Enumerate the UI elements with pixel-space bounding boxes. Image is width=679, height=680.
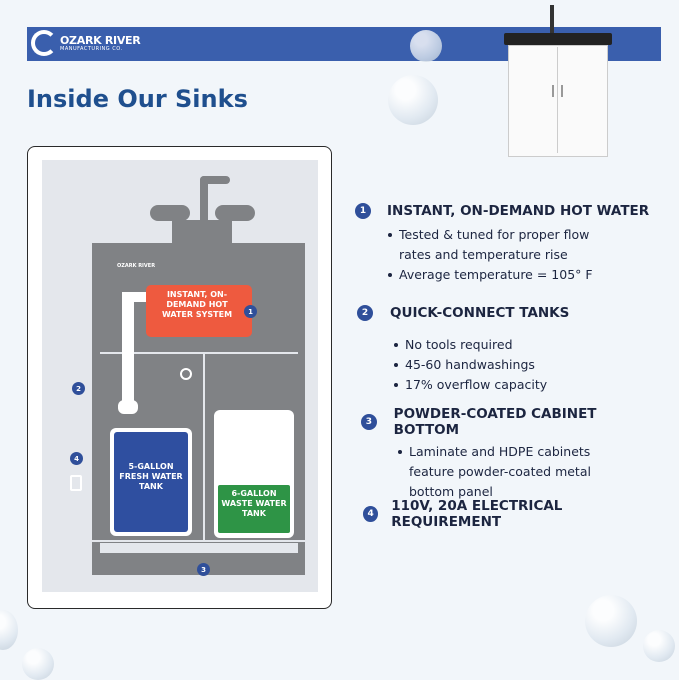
bubble-decoration <box>585 595 637 647</box>
feature-bullet: 45-60 handwashings <box>393 355 657 375</box>
feature-1: 1 INSTANT, ON-DEMAND HOT WATER Tested & t… <box>355 203 655 285</box>
feature-number: 3 <box>361 414 377 430</box>
feature-number: 2 <box>357 305 373 321</box>
bubble-decoration <box>410 30 442 62</box>
logo-swirl-icon <box>31 30 57 56</box>
faucet-handle <box>150 205 190 221</box>
feature-4: 4 110V, 20A ELECTRICAL REQUIREMENT <box>363 498 663 530</box>
fresh-tank-label: 5-GALLON FRESH WATER TANK <box>114 432 188 532</box>
brand-sub: MANUFACTURING CO. <box>60 45 123 52</box>
feature-bullet: Average temperature = 105° F <box>387 265 607 285</box>
faucet-handle <box>215 205 255 221</box>
feature-heading: INSTANT, ON-DEMAND HOT WATER <box>387 203 650 219</box>
feature-heading: POWDER-COATED CABINET BOTTOM <box>393 406 597 438</box>
feature-3: 3 POWDER-COATED CABINET BOTTOM Laminate a… <box>361 406 661 502</box>
water-pipe <box>122 292 134 402</box>
sink-product-image <box>500 5 615 160</box>
faucet <box>200 176 208 226</box>
feature-bullet: Laminate and HDPE cabinets feature powde… <box>397 442 602 502</box>
callout-4: 4 <box>70 452 83 465</box>
feature-number: 4 <box>363 506 379 522</box>
bubble-decoration <box>388 75 438 125</box>
page-title: Inside Our Sinks <box>27 85 248 113</box>
bubble-decoration <box>0 610 18 650</box>
heater-label: INSTANT, ON-DEMAND HOT WATER SYSTEM <box>146 285 252 337</box>
feature-number: 1 <box>355 203 371 219</box>
feature-heading: QUICK-CONNECT TANKS <box>390 305 570 321</box>
callout-2: 2 <box>72 382 85 395</box>
bubble-decoration <box>643 630 675 662</box>
brand-name: OZARK RIVER <box>60 33 141 47</box>
waste-tank-label: 6-GALLON WASTE WATER TANK <box>218 485 290 533</box>
callout-1: 1 <box>244 305 257 318</box>
feature-bullet: No tools required <box>393 335 657 355</box>
power-plug-icon <box>70 475 82 491</box>
bubble-decoration <box>22 648 54 680</box>
feature-heading: 110V, 20A ELECTRICAL REQUIREMENT <box>391 498 563 530</box>
cabinet-logo: OZARK RIVER <box>117 263 156 269</box>
callout-3: 3 <box>197 563 210 576</box>
feature-bullet: 17% overflow capacity <box>393 375 657 395</box>
feature-bullet: Tested & tuned for proper flow rates and… <box>387 225 607 265</box>
